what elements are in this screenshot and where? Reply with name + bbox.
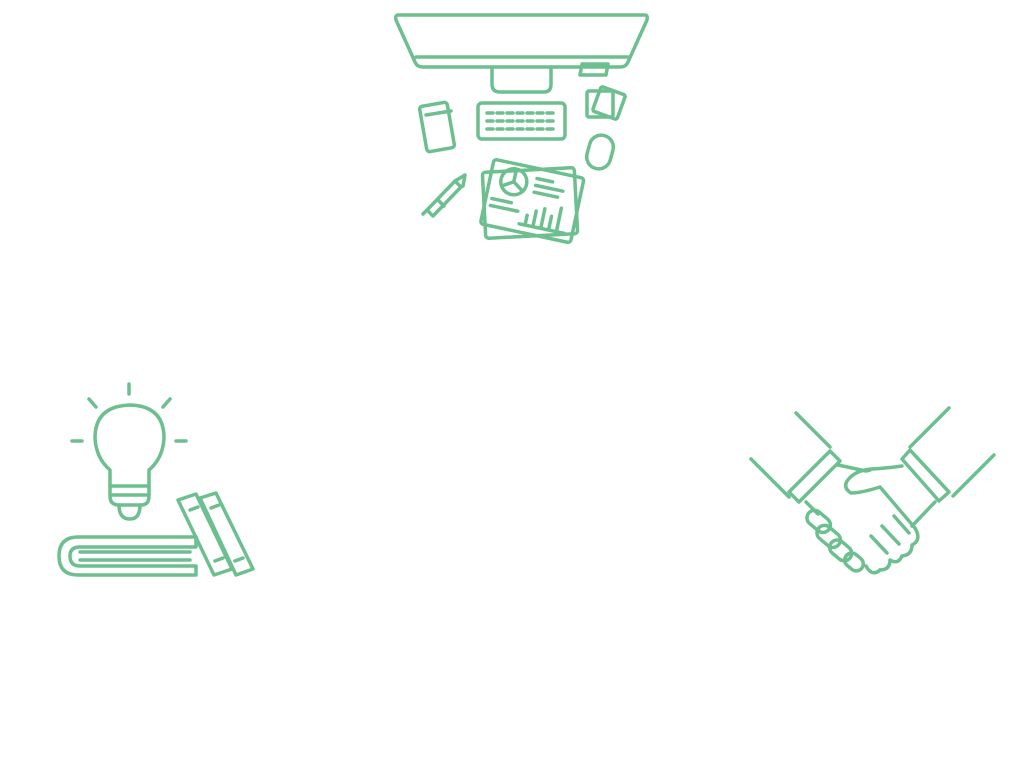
report-documents-icon [479,157,586,245]
mouse-icon [584,133,616,171]
lightbulb-books-icon [57,382,255,577]
leaning-books-icon [176,491,255,577]
handshake-icon [749,406,996,575]
left-arm-icon [749,411,872,516]
sticky-notes-icon [585,85,627,121]
monitor-icon [394,13,649,94]
pen-icon [421,173,467,218]
stacked-books-icon [57,535,198,577]
desk-workspace-icon [394,13,649,245]
lightbulb-icon [70,382,188,521]
smartphone-icon [417,100,457,154]
right-arm-icon [843,406,996,530]
keyboard-icon [476,101,567,141]
clasped-fingers-icon [805,508,920,575]
